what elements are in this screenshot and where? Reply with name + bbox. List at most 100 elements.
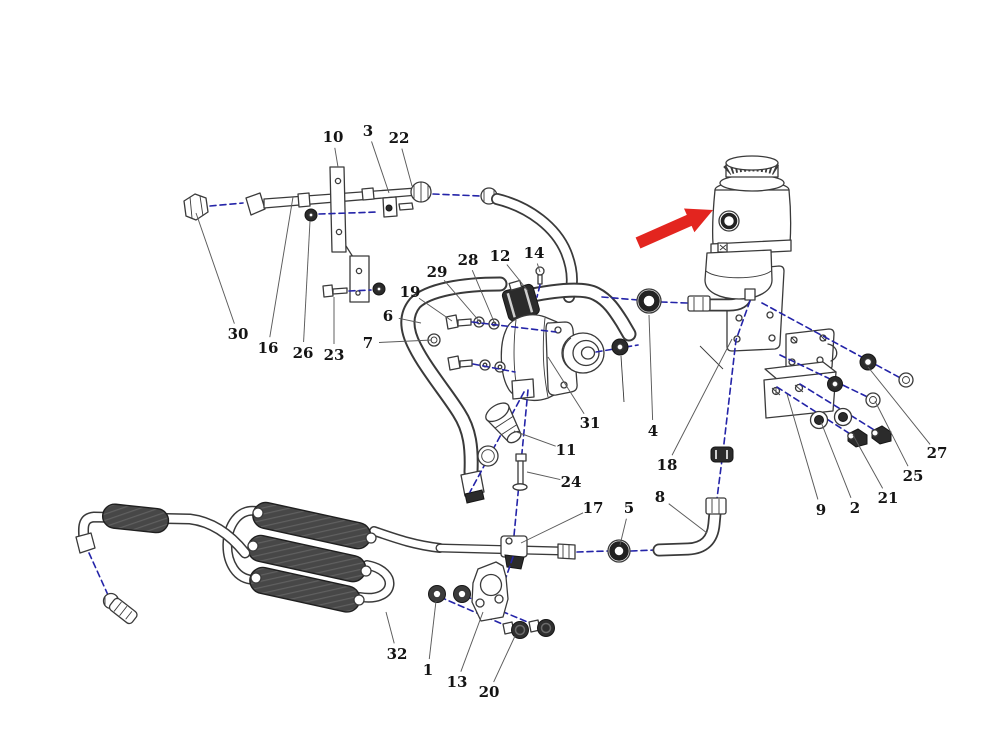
leader-line-9 (786, 393, 819, 500)
callout-4: 4 (648, 422, 658, 440)
bolt-24 (512, 389, 529, 547)
leader-line-5 (619, 518, 627, 546)
pump-pulley (561, 332, 605, 374)
oil-cooler (222, 501, 445, 613)
reservoir-cap (719, 155, 785, 192)
leader-lines (195, 141, 931, 683)
flange-nut-1 (428, 585, 446, 603)
leader-line-29 (443, 280, 481, 323)
leader-line-7 (378, 339, 433, 343)
callout-7: 7 (363, 334, 373, 352)
suction-hose (501, 266, 688, 342)
leader-line-6 (398, 317, 422, 324)
washer-25b (898, 372, 914, 388)
fastener-cluster (761, 302, 914, 448)
callout-26: 26 (293, 344, 314, 362)
callout-11: 11 (556, 441, 577, 459)
callout-30: 30 (228, 325, 249, 343)
leader-line-11 (513, 430, 556, 447)
callout-1: 1 (423, 661, 433, 679)
stud-21 (847, 428, 868, 448)
callout-28: 28 (458, 251, 479, 269)
washer-25 (865, 392, 881, 408)
pump-outlet-port (511, 378, 535, 400)
pump-mount-bolts (445, 314, 557, 373)
suction-cone-11 (469, 391, 525, 493)
callout-19: 19 (400, 283, 421, 301)
grommet-5 (607, 539, 631, 563)
bolt-20 (502, 621, 529, 639)
callout-24: 24 (561, 473, 582, 491)
flange-nut-1b (453, 585, 471, 603)
reservoir-bowl (704, 249, 773, 300)
leader-line-12 (506, 264, 529, 292)
hose-end-nut (75, 532, 96, 554)
leader-line-18 (671, 338, 733, 456)
callout-31: 31 (580, 414, 601, 432)
callout-32: 32 (387, 645, 408, 663)
bracket-13 (471, 561, 509, 622)
leader-line-1 (428, 600, 437, 660)
callout-18: 18 (657, 456, 678, 474)
hose-clamp-18 (710, 446, 734, 463)
union-nut-22 (410, 181, 432, 203)
leader-line-17 (520, 512, 584, 544)
callout-5: 5 (624, 499, 634, 517)
pipe-clamp-17 (500, 535, 528, 570)
pipe-nut (245, 192, 266, 216)
callout-25: 25 (903, 467, 924, 485)
leader-line-4 (648, 314, 654, 421)
red-pointer-arrow (635, 208, 713, 249)
return-hose-8 (652, 497, 727, 557)
callout-14: 14 (524, 244, 545, 262)
callout-10: 10 (323, 128, 344, 146)
leader-line-21 (852, 434, 884, 489)
bottom-bracket-assembly (428, 556, 555, 639)
callout-27: 27 (927, 444, 948, 462)
cooler-supply-hose (75, 503, 251, 625)
callout-21: 21 (878, 489, 899, 507)
bolt-23 (322, 282, 386, 298)
pressure-pipe-assembly (183, 166, 482, 303)
leader-line-22 (401, 148, 413, 187)
callout-3: 3 (363, 122, 373, 140)
leader-line-8 (668, 503, 708, 534)
pump-assembly (445, 314, 639, 403)
reservoir-nipple (744, 288, 756, 301)
hose-clamp-12 (501, 279, 540, 322)
callout-20: 20 (479, 683, 500, 701)
bolt-14 (535, 266, 545, 298)
leader-line-10 (334, 147, 339, 168)
cap-nut-30 (183, 193, 209, 221)
leader-line-28 (471, 269, 496, 325)
callout-12: 12 (490, 247, 511, 265)
leader-line-32 (385, 611, 395, 644)
callout-16: 16 (258, 339, 279, 357)
clip-3 (382, 196, 414, 218)
leader-line-13 (460, 611, 484, 672)
leader-line-14 (536, 263, 541, 273)
elbow-sleeve (687, 295, 711, 312)
leader-line-3 (371, 141, 390, 194)
leader-line-24 (526, 471, 561, 481)
callout-17: 17 (583, 499, 604, 517)
bracket-9 (763, 361, 837, 419)
callout-23: 23 (324, 346, 345, 364)
leader-line-2 (820, 421, 852, 498)
bracket-10 (329, 166, 370, 303)
return-line (435, 446, 734, 570)
leader-line-25 (874, 400, 909, 467)
reservoir-assembly (687, 155, 792, 507)
downpipe (480, 187, 578, 303)
hose-heat-shield (101, 503, 170, 534)
leader-line-31 (547, 356, 585, 414)
callout-2: 2 (850, 499, 860, 517)
leader-line-16 (269, 196, 294, 338)
leader-line-26 (303, 220, 311, 343)
mounting-brackets (761, 302, 914, 448)
callout-6: 6 (383, 307, 393, 325)
callout-8: 8 (655, 488, 665, 506)
callout-29: 29 (427, 263, 448, 281)
